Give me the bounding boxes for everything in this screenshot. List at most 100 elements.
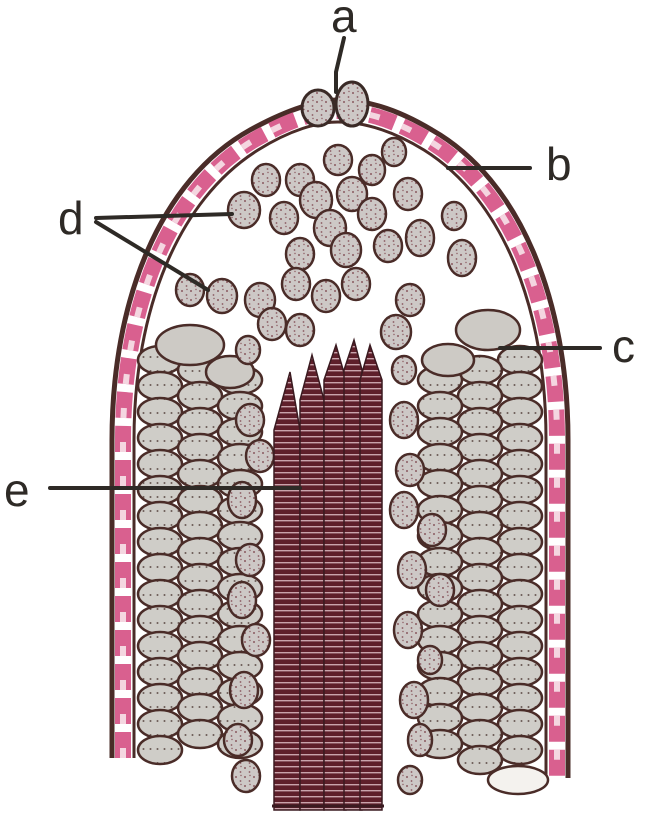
rounded-cell [258,308,286,340]
rounded-cell [374,230,402,262]
rounded-cell [390,402,418,438]
rounded-cell [236,336,260,364]
columnar-cell [458,486,502,514]
columnar-cell [138,424,182,452]
columnar-cell [458,538,502,566]
columnar-cell [498,632,542,660]
columnar-cell [458,408,502,436]
leader-d-upper [96,214,232,218]
rounded-cell [394,178,422,210]
rounded-cell [448,240,476,276]
columnar-cell [458,668,502,696]
rounded-cell [286,314,314,346]
rounded-cell [381,315,411,349]
columnar-cell [458,512,502,540]
rounded-cell [408,724,432,756]
columnar-cell [498,476,542,504]
columnar-cell [138,632,182,660]
columnar-cell [422,344,474,376]
columnar-cell [498,372,542,400]
rounded-cell [358,198,386,230]
columnar-cell [178,486,222,514]
rounded-cell [418,514,446,546]
rounded-cell [282,268,310,300]
columnar-cell [498,606,542,634]
rounded-cell [286,238,314,270]
pore-cell-right [336,82,368,126]
rounded-cell [390,492,418,528]
columnar-cell [498,658,542,686]
pore-cell-left [302,90,334,126]
columnar-cell [498,736,542,764]
columnar-cell [178,408,222,436]
rounded-cell [406,220,434,256]
columnar-cell [178,512,222,540]
columnar-cell [456,310,520,350]
columnar-cell [138,710,182,738]
columnar-cell [498,580,542,608]
columnar-cell [458,694,502,722]
columnar-cell [138,658,182,686]
rounded-cell [400,682,428,718]
columnar-cell [498,398,542,426]
rod-5 [360,345,382,810]
leader-a [336,38,344,92]
rounded-cell [392,356,416,384]
rounded-cell [396,454,424,486]
columnar-cell [498,346,542,374]
rounded-cell [312,280,340,312]
rod-3 [324,345,346,810]
label-e: e [4,464,30,516]
columnar-cell [458,642,502,670]
rounded-cell [324,145,352,175]
rounded-cell [394,612,422,648]
columnar-cell [138,736,182,764]
columnar-cell [178,460,222,488]
rounded-cell [230,672,258,708]
rounded-cell [331,233,361,267]
rounded-cell [207,279,237,313]
columnar-cell [138,398,182,426]
columnar-cell [178,382,222,410]
rounded-cell [252,164,280,196]
columnar-cell [178,616,222,644]
columnar-cell [138,528,182,556]
right-cell-columns [418,310,548,794]
rounded-cell [442,202,466,230]
rounded-cell [418,646,442,674]
columnar-cell [498,554,542,582]
label-a: a [331,0,357,42]
rounded-cell [382,138,406,166]
central-rods [272,340,384,810]
rod-1 [274,372,300,810]
rod-2 [300,355,324,810]
columnar-cell [458,616,502,644]
columnar-cell [498,684,542,712]
columnar-cell [458,434,502,462]
columnar-cell [498,424,542,452]
columnar-cell [178,694,222,722]
columnar-cell [498,450,542,478]
rounded-cell [224,724,252,756]
rounded-cell [270,202,298,234]
columnar-cell [488,766,548,794]
rounded-cell [236,544,264,576]
label-d: d [58,192,84,244]
columnar-cell [178,538,222,566]
columnar-cell [138,684,182,712]
label-b: b [546,138,572,190]
columnar-cell [498,710,542,738]
rounded-cell [342,268,370,300]
columnar-cell [178,434,222,462]
columnar-cell [178,668,222,696]
columnar-cell [178,590,222,618]
rounded-cell [398,552,426,588]
columnar-cell [458,720,502,748]
columnar-cell [458,382,502,410]
columnar-cell [418,392,462,420]
columnar-cell [178,642,222,670]
rounded-cell [426,574,454,606]
rounded-cell [246,440,274,472]
columnar-cell [178,720,222,748]
